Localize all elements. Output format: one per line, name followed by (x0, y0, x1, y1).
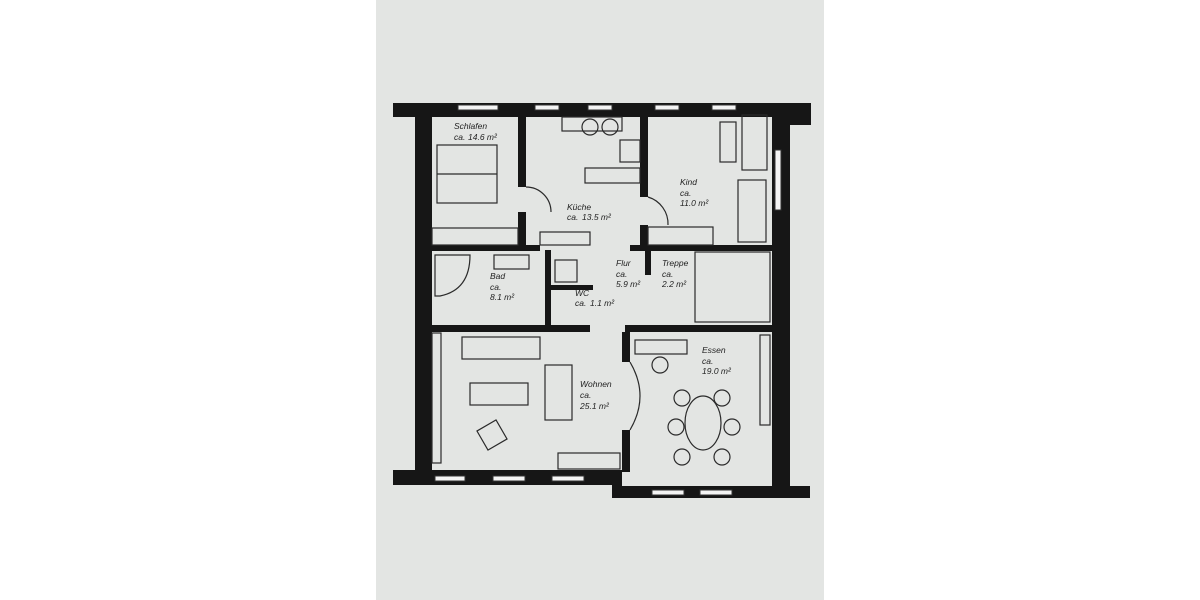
furniture (431, 114, 771, 470)
windows (434, 104, 782, 496)
floor-plan-photo (376, 0, 824, 600)
